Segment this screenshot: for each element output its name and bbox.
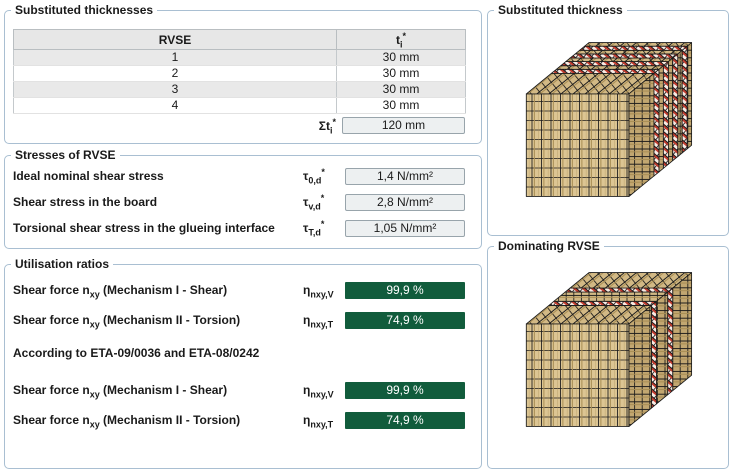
sym-base: τ: [303, 169, 309, 183]
sym-base: η: [303, 383, 311, 397]
label-post: (Mechanism II - Torsion): [99, 413, 241, 427]
sum-symbol: Σti*: [318, 116, 336, 135]
group-title-substituted-thickness: Substituted thickness: [494, 3, 627, 17]
stress-value-field: 1,05 N/mm²: [345, 219, 465, 237]
label-pre: Shear force n: [13, 313, 90, 327]
cell-rvse: 3: [13, 81, 337, 98]
cell-rvse: 2: [13, 65, 337, 82]
label-pre: Shear force n: [13, 413, 90, 427]
group-substituted-thickness-figure: Substituted thickness: [487, 3, 729, 236]
sum-thickness-field: 120 mm: [342, 117, 465, 134]
group-stresses-of-rvse: Stresses of RVSE Ideal nominal shear str…: [4, 148, 482, 249]
stress-row: Shear stress in the board τv,d* 2,8 N/mm…: [13, 189, 465, 215]
stress-symbol: τ0,d*: [297, 167, 345, 186]
utilisation-label: Shear force nxy (Mechanism I - Shear): [13, 283, 297, 300]
eta-heading: According to ETA-09/0036 and ETA-08/0242: [13, 346, 260, 360]
sym-sup: *: [320, 219, 325, 229]
sym-sub: nxy,V: [310, 389, 334, 400]
cell-thickness: 30 mm: [336, 97, 466, 114]
sym-sub: i: [399, 38, 403, 49]
group-title-dominating-rvse: Dominating RVSE: [494, 239, 604, 253]
sym-sub: T,d: [308, 227, 321, 238]
sum-row: Σti* 120 mm: [13, 117, 465, 134]
rvse-cube-figure: [525, 272, 693, 427]
utilisation-symbol: ηnxy,V: [297, 283, 345, 300]
utilisation-ratio-badge: 99,9 %: [345, 281, 465, 299]
utilisation-row: Shear force nxy (Mechanism I - Shear) ηn…: [13, 275, 465, 305]
stress-value-field: 1,4 N/mm²: [345, 167, 465, 185]
stress-label: Shear stress in the board: [13, 195, 158, 209]
group-dominating-rvse-figure: Dominating RVSE: [487, 239, 729, 469]
stress-label: Ideal nominal shear stress: [13, 169, 164, 183]
sym-sup: *: [402, 30, 407, 41]
sym-sup: *: [320, 193, 325, 203]
sym-sub: nxy,T: [310, 419, 334, 430]
sym-sub: 0,d: [308, 175, 322, 186]
cell-thickness: 30 mm: [336, 81, 466, 98]
group-title-stresses: Stresses of RVSE: [11, 148, 120, 162]
sym-base: τ: [303, 221, 309, 235]
stress-symbol: τv,d*: [297, 193, 345, 212]
cell-thickness: 30 mm: [336, 65, 466, 82]
cell-thickness: 30 mm: [336, 49, 466, 66]
sym-sup: *: [332, 116, 336, 127]
group-title-substituted-thicknesses: Substituted thicknesses: [11, 3, 158, 17]
sym-base: τ: [303, 195, 309, 209]
utilisation-symbol: ηnxy,T: [297, 313, 345, 330]
label-sub: xy: [89, 389, 100, 400]
clt-layered-cube-figure: [525, 42, 693, 197]
utilisation-label: Shear force nxy (Mechanism II - Torsion): [13, 313, 297, 330]
utilisation-row: Shear force nxy (Mechanism II - Torsion)…: [13, 305, 465, 335]
sym-base: Σt: [318, 118, 330, 133]
sym-base: η: [303, 283, 311, 297]
label-sub: xy: [89, 289, 100, 300]
sym-sub: nxy,V: [310, 289, 334, 300]
label-pre: Shear force n: [13, 383, 90, 397]
utilisation-symbol: ηnxy,T: [297, 413, 345, 430]
utilisation-ratio-badge: 74,9 %: [345, 311, 465, 329]
label-sub: xy: [89, 419, 100, 430]
utilisation-ratio-badge: 99,9 %: [345, 381, 465, 399]
group-utilisation-ratios: Utilisation ratios Shear force nxy (Mech…: [4, 257, 482, 469]
sym-base: η: [303, 413, 311, 427]
label-post: (Mechanism II - Torsion): [99, 313, 241, 327]
sym-sub: i: [329, 124, 333, 135]
sym-base: η: [303, 313, 311, 327]
stress-value-field: 2,8 N/mm²: [345, 193, 465, 211]
cell-rvse: 4: [13, 97, 337, 114]
cell-rvse: 1: [13, 49, 337, 66]
label-post: (Mechanism I - Shear): [99, 383, 228, 397]
stress-symbol: τT,d*: [297, 219, 345, 238]
sym-sup: *: [321, 167, 325, 177]
dominating-rvse-figure: [488, 265, 728, 436]
utilisation-row-eta: Shear force nxy (Mechanism I - Shear) ηn…: [13, 375, 465, 405]
sym-base: t: [395, 32, 400, 47]
label-pre: Shear force n: [13, 283, 90, 297]
group-title-utilisation: Utilisation ratios: [11, 257, 114, 271]
stress-row: Torsional shear stress in the glueing in…: [13, 215, 465, 241]
label-sub: xy: [89, 319, 100, 330]
utilisation-label: Shear force nxy (Mechanism I - Shear): [13, 383, 297, 400]
col-header-rvse: RVSE: [13, 29, 337, 50]
col-header-ti: ti*: [336, 29, 466, 50]
utilisation-row-eta: Shear force nxy (Mechanism II - Torsion)…: [13, 405, 465, 435]
utilisation-symbol: ηnxy,V: [297, 383, 345, 400]
utilisation-ratio-badge: 74,9 %: [345, 411, 465, 429]
stress-row: Ideal nominal shear stress τ0,d* 1,4 N/m…: [13, 163, 465, 189]
table-header-row: RVSE ti*: [13, 29, 466, 50]
label-post: (Mechanism I - Shear): [99, 283, 228, 297]
substituted-thickness-figure: [488, 35, 728, 206]
sym-sub: v,d: [308, 201, 321, 212]
stress-label: Torsional shear stress in the glueing in…: [13, 221, 275, 235]
sym-sub: nxy,T: [310, 319, 334, 330]
utilisation-label: Shear force nxy (Mechanism II - Torsion): [13, 413, 297, 430]
